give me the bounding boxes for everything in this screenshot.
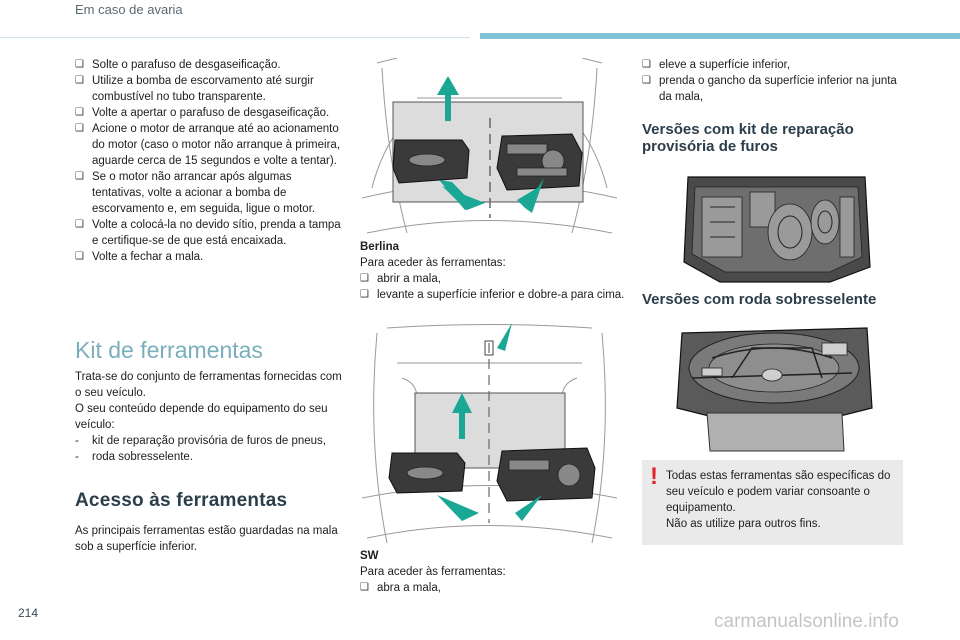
repair-kit-illustration bbox=[683, 176, 871, 283]
list-item-text: abrir a mala, bbox=[377, 273, 441, 285]
check-bullet-icon: ❑ bbox=[75, 75, 84, 86]
check-bullet-icon: ❑ bbox=[360, 289, 369, 300]
running-header: Em caso de avaria bbox=[75, 2, 183, 17]
list-item: ❑ Solte o parafuso de desgaseificação. bbox=[75, 57, 345, 73]
list-item: ❑ eleve a superfície inferior, bbox=[642, 57, 904, 73]
list-item-text: Volte a colocá-la no devido sítio, prend… bbox=[92, 219, 341, 247]
check-bullet-icon: ❑ bbox=[642, 59, 651, 70]
warning-note-box bbox=[642, 460, 903, 545]
list-item-text: roda sobresselente. bbox=[92, 451, 194, 463]
berlina-caption: Berlina Para aceder às ferramentas: ❑ abr… bbox=[360, 239, 625, 303]
sw-title: SW bbox=[360, 550, 379, 562]
spare-version-title: Versões com roda sobresselente bbox=[642, 291, 877, 308]
sw-intro: Para aceder às ferramentas: bbox=[360, 566, 506, 578]
access-text: As principais ferramentas estão guardada… bbox=[75, 525, 338, 553]
check-bullet-icon: ❑ bbox=[75, 107, 84, 118]
list-item: ❑ Se o motor não arrancar após algumas te… bbox=[75, 169, 345, 217]
list-item: - roda sobresselente. bbox=[75, 449, 347, 465]
sw-trunk-illustration bbox=[361, 323, 618, 544]
list-item: - kit de reparação provisória de furos de… bbox=[75, 433, 347, 449]
page-number: 214 bbox=[18, 606, 39, 620]
list-item: ❑ abrir a mala, bbox=[360, 271, 625, 287]
list-item: ❑ Acione o motor de arranque até ao acion… bbox=[75, 121, 345, 169]
kit-version-title: Versões com kit de reparação provisória … bbox=[642, 121, 854, 155]
check-bullet-icon: ❑ bbox=[75, 251, 84, 262]
sw-steps: ❑ abra a mala, bbox=[360, 580, 625, 596]
check-bullet-icon: ❑ bbox=[75, 123, 84, 134]
list-item: ❑ Volte a colocá-la no devido sítio, pren… bbox=[75, 217, 345, 249]
berlina-intro: Para aceder às ferramentas: bbox=[360, 257, 506, 269]
lift-floor-steps: ❑ eleve a superfície inferior, ❑ prenda o g… bbox=[642, 57, 904, 105]
list-item: ❑ Volte a fechar a mala. bbox=[75, 249, 345, 265]
list-item-text: Utilize a bomba de escorvamento até surg… bbox=[92, 75, 314, 103]
check-bullet-icon: ❑ bbox=[360, 273, 369, 284]
sw-caption: SW Para aceder às ferramentas: ❑ abra a m… bbox=[360, 548, 625, 596]
watermark: carmanualsonline.info bbox=[714, 611, 899, 632]
list-item: ❑ prenda o gancho da superfície inferior … bbox=[642, 73, 904, 105]
list-item: ❑ Utilize a bomba de escorvamento até sur… bbox=[75, 73, 345, 105]
berlina-title: Berlina bbox=[360, 241, 399, 253]
header-accent-bar bbox=[480, 33, 960, 39]
list-item: ❑ levante a superfície inferior e dobre-a… bbox=[360, 287, 625, 303]
warning-note-text: Todas estas ferramentas são específicas … bbox=[666, 470, 891, 530]
list-item-text: abra a mala, bbox=[377, 582, 441, 594]
list-item-text: Solte o parafuso de desgaseificação. bbox=[92, 59, 281, 71]
list-item: ❑ Volte a apertar o parafuso de desgaseif… bbox=[75, 105, 345, 121]
dash-icon: - bbox=[75, 435, 79, 447]
check-bullet-icon: ❑ bbox=[360, 582, 369, 593]
check-bullet-icon: ❑ bbox=[75, 171, 84, 182]
exclamation-icon: ! bbox=[650, 463, 658, 490]
procedure-steps: ❑ Solte o parafuso de desgaseificação. ❑ Ut… bbox=[75, 57, 345, 265]
list-item-text: levante a superfície inferior e dobre-a … bbox=[377, 289, 625, 301]
list-item-text: Acione o motor de arranque até ao aciona… bbox=[92, 123, 341, 167]
check-bullet-icon: ❑ bbox=[75, 219, 84, 230]
list-item-text: Volte a fechar a mala. bbox=[92, 251, 204, 263]
access-section-title: Acesso às ferramentas bbox=[75, 490, 288, 511]
kit-intro: Trata-se do conjunto de ferramentas forn… bbox=[75, 371, 342, 431]
dash-icon: - bbox=[75, 451, 79, 463]
list-item-text: prenda o gancho da superfície inferior n… bbox=[659, 75, 897, 103]
header-rule bbox=[0, 37, 470, 38]
check-bullet-icon: ❑ bbox=[642, 75, 651, 86]
list-item: ❑ abra a mala, bbox=[360, 580, 625, 596]
kit-item-list: - kit de reparação provisória de furos de… bbox=[75, 433, 347, 465]
berlina-steps: ❑ abrir a mala, ❑ levante a superfície infe… bbox=[360, 271, 625, 303]
list-item-text: kit de reparação provisória de furos de … bbox=[92, 435, 326, 447]
list-item-text: eleve a superfície inferior, bbox=[659, 59, 791, 71]
spare-wheel-tools-illustration bbox=[676, 327, 873, 452]
check-bullet-icon: ❑ bbox=[75, 59, 84, 70]
berlina-trunk-illustration bbox=[361, 58, 618, 234]
kit-section-title: Kit de ferramentas bbox=[75, 337, 263, 363]
list-item-text: Volte a apertar o parafuso de desgaseifi… bbox=[92, 107, 330, 119]
list-item-text: Se o motor não arrancar após algumas ten… bbox=[92, 171, 316, 215]
